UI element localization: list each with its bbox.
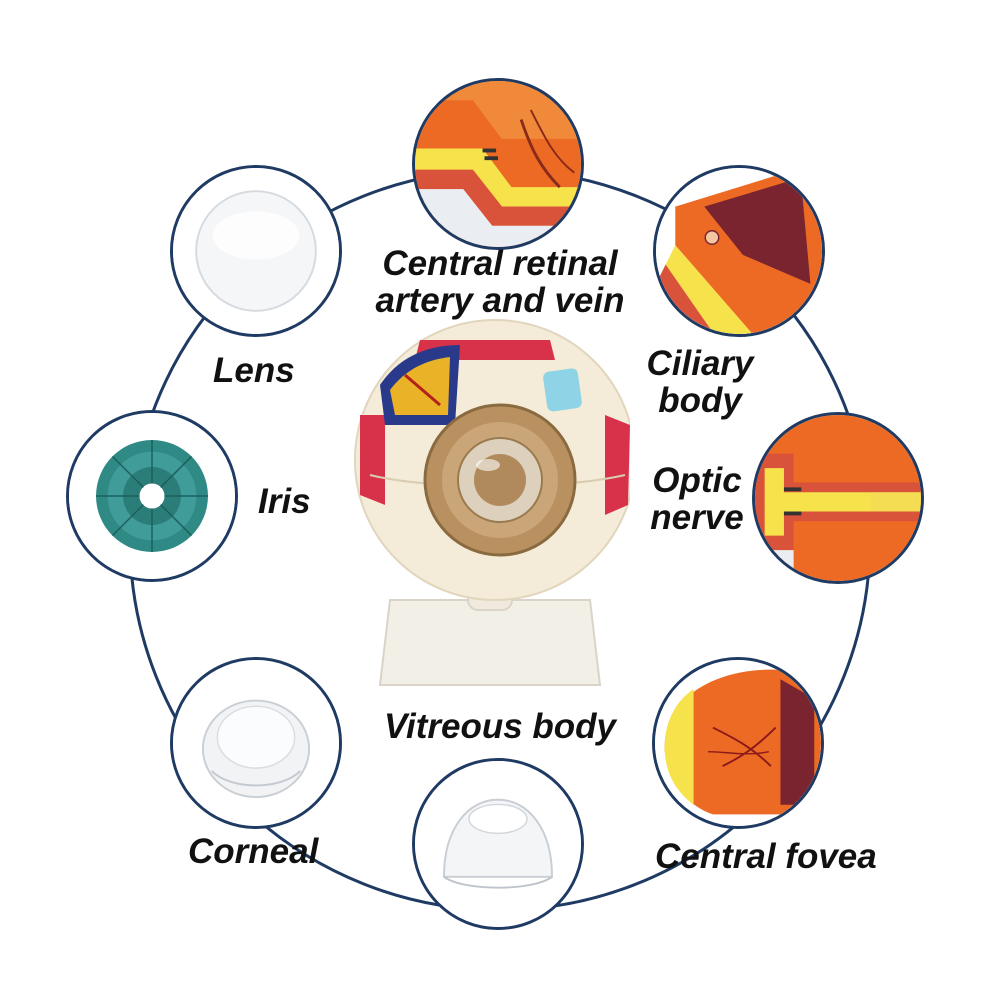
- optic-line2: nerve: [650, 498, 744, 537]
- optic-nerve-section-icon: [752, 412, 924, 584]
- lens-label: Lens: [213, 351, 295, 390]
- optic-nerve-label: Optic nerve: [637, 462, 757, 536]
- ciliary-line2: body: [658, 381, 742, 420]
- central-retinal-line2: artery and vein: [375, 281, 625, 320]
- retina-section-icon: [412, 78, 584, 250]
- optic-line1: Optic: [652, 461, 742, 500]
- central-retinal-label: Central retinal artery and vein: [330, 245, 670, 319]
- vitreous-icon: [412, 758, 584, 930]
- central-retinal-line1: Central retinal: [382, 244, 618, 283]
- ciliary-line1: Ciliary: [646, 344, 754, 383]
- corneal-label: Corneal: [188, 832, 319, 871]
- vitreous-body-label: Vitreous body: [383, 707, 617, 746]
- lens-icon: [170, 165, 342, 337]
- ciliary-section-icon: [653, 165, 825, 337]
- eyeball-model-icon: [350, 315, 630, 705]
- cornea-icon: [170, 657, 342, 829]
- ciliary-body-label: Ciliary body: [640, 345, 760, 419]
- iris-icon: [66, 410, 238, 582]
- fovea-section-icon: [652, 657, 824, 829]
- central-fovea-label: Central fovea: [655, 837, 877, 876]
- iris-label: Iris: [258, 482, 311, 521]
